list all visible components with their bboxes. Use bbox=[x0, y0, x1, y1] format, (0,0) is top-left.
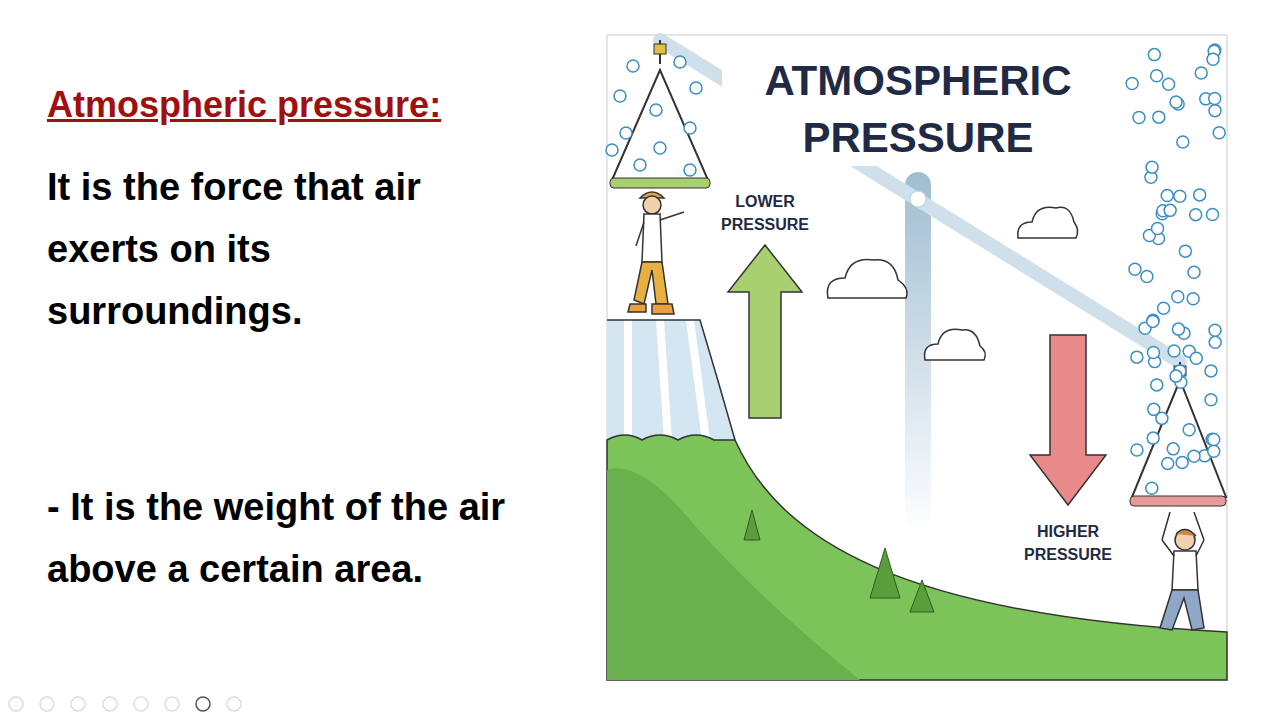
cliff-face bbox=[607, 320, 735, 440]
molecule bbox=[1177, 136, 1189, 148]
molecule bbox=[606, 144, 618, 156]
molecule bbox=[1172, 323, 1184, 335]
molecule bbox=[1141, 271, 1153, 283]
molecule bbox=[1147, 432, 1159, 444]
molecule bbox=[1207, 53, 1219, 65]
molecule bbox=[1195, 67, 1207, 79]
molecule bbox=[1170, 96, 1182, 108]
molecule bbox=[684, 164, 696, 176]
molecule bbox=[614, 90, 626, 102]
molecule bbox=[1190, 209, 1202, 221]
molecule bbox=[1209, 105, 1221, 117]
molecule bbox=[1188, 266, 1200, 278]
molecule bbox=[1206, 209, 1218, 221]
molecule bbox=[1146, 161, 1158, 173]
definition-text: It is the force that air exerts on its s… bbox=[47, 156, 497, 342]
right-scale bbox=[1130, 362, 1226, 506]
molecule bbox=[1194, 189, 1206, 201]
pressure-label: HIGHER PRESSURE bbox=[1008, 520, 1128, 566]
molecule bbox=[1205, 394, 1217, 406]
molecule bbox=[1162, 457, 1174, 469]
molecule bbox=[1133, 112, 1145, 124]
molecule bbox=[1172, 291, 1184, 303]
molecule bbox=[1170, 370, 1182, 382]
molecule bbox=[1168, 345, 1180, 357]
pressure-label: LOWER PRESSURE bbox=[705, 190, 825, 236]
clouds bbox=[827, 207, 1077, 360]
molecule bbox=[1176, 456, 1188, 468]
molecule bbox=[1208, 433, 1220, 445]
molecule bbox=[1147, 347, 1159, 359]
slide-title: Atmospheric pressure: bbox=[47, 84, 441, 126]
molecule bbox=[1156, 412, 1168, 424]
illustration-heading: ATMOSPHERIC PRESSURE bbox=[722, 52, 1114, 166]
molecule bbox=[1161, 189, 1173, 201]
molecule bbox=[1129, 263, 1141, 275]
pivot bbox=[910, 191, 926, 207]
person-left bbox=[628, 192, 684, 314]
molecule bbox=[1209, 336, 1221, 348]
molecule bbox=[650, 104, 662, 116]
molecule bbox=[1153, 111, 1165, 123]
molecule bbox=[1213, 127, 1225, 139]
down-arrow bbox=[1030, 335, 1106, 505]
molecule bbox=[1164, 204, 1176, 216]
molecule bbox=[1152, 222, 1164, 234]
air-molecules bbox=[606, 44, 1225, 494]
left-scale bbox=[610, 40, 710, 188]
molecule bbox=[627, 60, 639, 72]
cliff-stripes bbox=[628, 320, 706, 440]
slide-toolbar bbox=[9, 697, 241, 711]
molecule bbox=[1163, 78, 1175, 90]
molecule bbox=[1174, 190, 1186, 202]
molecule bbox=[620, 127, 632, 139]
molecule bbox=[1151, 70, 1163, 82]
molecule bbox=[1183, 424, 1195, 436]
molecule bbox=[1151, 379, 1163, 391]
molecule bbox=[1146, 482, 1158, 494]
hill bbox=[607, 435, 1227, 680]
molecule bbox=[1131, 351, 1143, 363]
molecule bbox=[674, 56, 686, 68]
molecule bbox=[1208, 445, 1220, 457]
cliff-edge bbox=[607, 320, 735, 440]
molecule bbox=[1148, 49, 1160, 61]
up-arrow bbox=[728, 245, 802, 418]
molecule bbox=[1126, 77, 1138, 89]
molecule bbox=[684, 122, 696, 134]
molecule bbox=[1209, 93, 1221, 105]
person-right bbox=[1160, 512, 1204, 630]
molecule bbox=[1209, 324, 1221, 336]
molecule bbox=[1205, 365, 1217, 377]
molecule bbox=[1179, 245, 1191, 257]
hill-shade bbox=[607, 469, 860, 680]
trees bbox=[744, 510, 934, 612]
balance-beam bbox=[660, 40, 1180, 362]
molecule bbox=[1147, 315, 1159, 327]
molecule bbox=[654, 142, 666, 154]
molecule bbox=[1188, 450, 1200, 462]
molecule bbox=[690, 82, 702, 94]
definition-text: - It is the weight of the air above a ce… bbox=[47, 476, 547, 600]
molecule bbox=[1158, 302, 1170, 314]
molecule bbox=[634, 159, 646, 171]
molecule bbox=[1131, 444, 1143, 456]
illustration-frame bbox=[607, 35, 1227, 680]
molecule bbox=[1187, 293, 1199, 305]
molecule bbox=[1167, 443, 1179, 455]
molecule bbox=[1190, 352, 1202, 364]
